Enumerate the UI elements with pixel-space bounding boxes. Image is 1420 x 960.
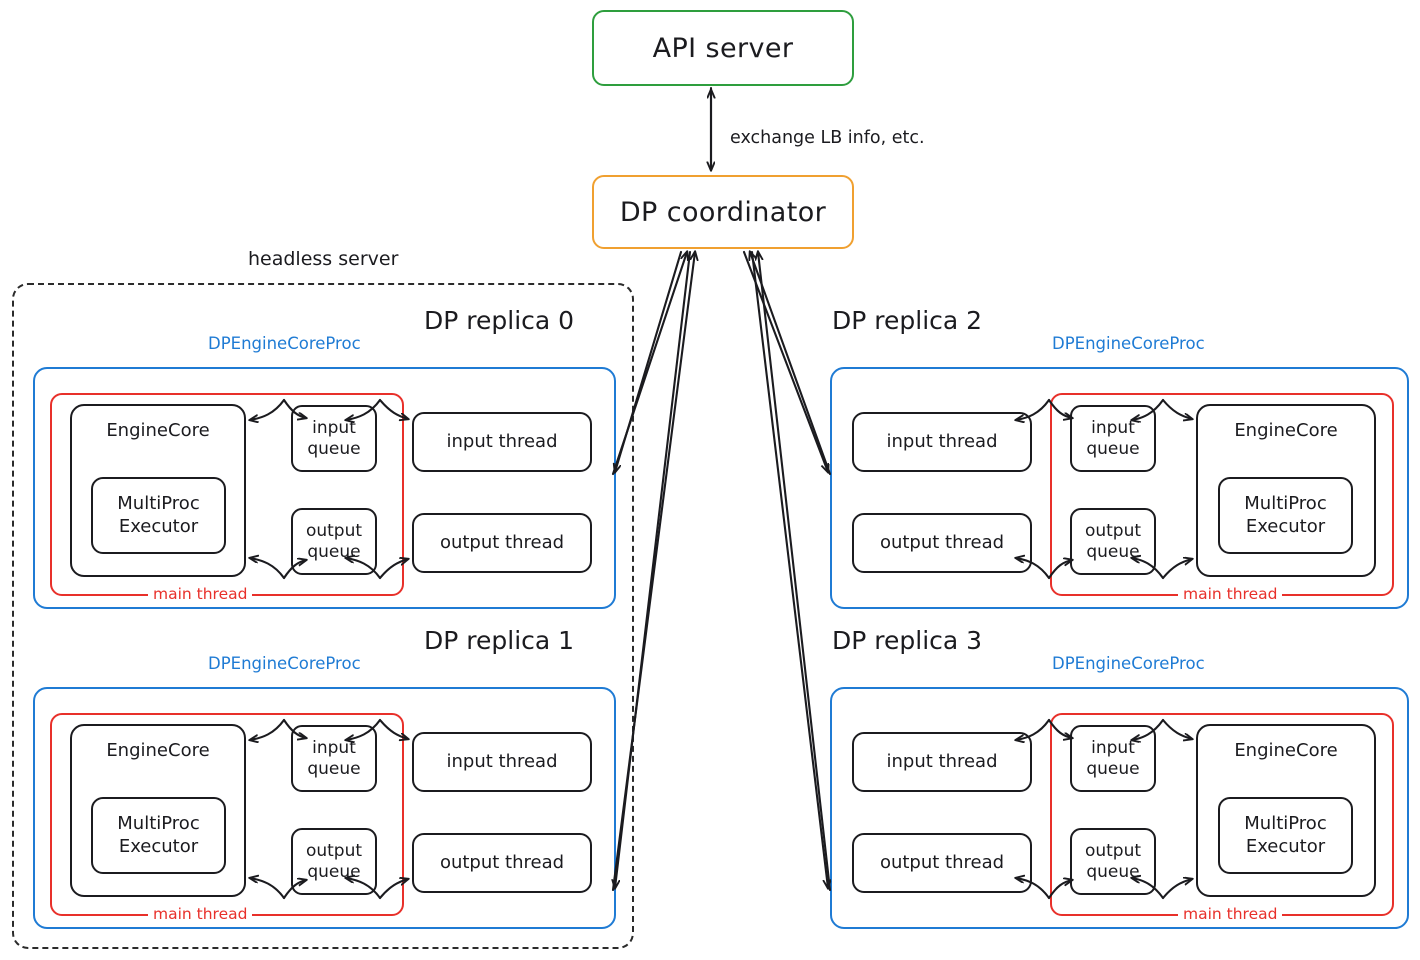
- exchange-lb-info-label: exchange LB info, etc.: [730, 128, 925, 148]
- dp-replica-0-proc-label: DPEngineCoreProc: [208, 334, 361, 353]
- engine-core-label: EngineCore: [1234, 420, 1338, 441]
- input-queue-line-1: input: [1091, 418, 1135, 439]
- dp-replica-3-output-thread: output thread: [852, 833, 1032, 893]
- dp-replica-1-title: DP replica 1: [424, 626, 575, 655]
- arrow-replica-2-to-coordinator: [750, 252, 832, 476]
- arrow-coordinator-to-replica-2: [742, 250, 828, 472]
- mpe-line-2: Executor: [1245, 515, 1326, 537]
- dp-replica-2-main-thread-label: main thread: [1178, 585, 1283, 603]
- mpe-line-2: Executor: [118, 515, 199, 537]
- dp-replica-1-main-thread-label: main thread: [148, 905, 253, 923]
- input-queue-line-1: input: [1091, 738, 1135, 759]
- output-queue-line-2: queue: [1086, 861, 1140, 882]
- output-queue-line-1: output: [1084, 521, 1142, 542]
- dp-replica-0-input-thread: input thread: [412, 412, 592, 472]
- output-queue-line-2: queue: [307, 541, 361, 562]
- mpe-line-1: MultiProc: [1244, 493, 1327, 514]
- mpe-line-2: Executor: [118, 835, 199, 857]
- output-queue-line-2: queue: [307, 861, 361, 882]
- output-queue-line-2: queue: [1086, 541, 1140, 562]
- mpe-line-2: Executor: [1245, 835, 1326, 857]
- dp-coordinator-label: DP coordinator: [619, 196, 827, 228]
- arrow-replica-3-to-coordinator: [758, 252, 832, 892]
- dp-replica-0-main-thread-label: main thread: [148, 585, 253, 603]
- engine-core-label: EngineCore: [106, 420, 210, 441]
- input-queue-line-2: queue: [1086, 758, 1140, 779]
- arrow-coordinator-to-replica-3: [750, 250, 828, 888]
- input-queue-line-2: queue: [1086, 438, 1140, 459]
- dp-replica-2-title: DP replica 2: [832, 306, 983, 335]
- dp-replica-1-proc-label: DPEngineCoreProc: [208, 654, 361, 673]
- dp-replica-0-title: DP replica 0: [424, 306, 575, 335]
- output-queue-line-1: output: [305, 841, 363, 862]
- dp-replica-0-output-thread: output thread: [412, 513, 592, 573]
- input-queue-line-2: queue: [307, 438, 361, 459]
- api-server-box: API server: [592, 10, 854, 86]
- dp-replica-3-input-thread: input thread: [852, 732, 1032, 792]
- dp-replica-2-output-thread: output thread: [852, 513, 1032, 573]
- output-queue-line-1: output: [305, 521, 363, 542]
- input-queue-line-1: input: [312, 418, 356, 439]
- input-queue-line-2: queue: [307, 758, 361, 779]
- mpe-line-1: MultiProc: [117, 493, 200, 514]
- mpe-line-1: MultiProc: [1244, 813, 1327, 834]
- api-server-label: API server: [652, 32, 794, 64]
- dp-replica-3-main-thread-label: main thread: [1178, 905, 1283, 923]
- headless-server-label: headless server: [248, 248, 399, 270]
- dp-replica-2-proc-label: DPEngineCoreProc: [1052, 334, 1205, 353]
- engine-core-label: EngineCore: [1234, 740, 1338, 761]
- dp-replica-1-output-thread: output thread: [412, 833, 592, 893]
- output-queue-line-1: output: [1084, 841, 1142, 862]
- dp-replica-2-input-thread: input thread: [852, 412, 1032, 472]
- engine-core-label: EngineCore: [106, 740, 210, 761]
- dp-replica-3-title: DP replica 3: [832, 626, 983, 655]
- mpe-line-1: MultiProc: [117, 813, 200, 834]
- dp-replica-1-input-thread: input thread: [412, 732, 592, 792]
- dp-coordinator-box: DP coordinator: [592, 175, 854, 249]
- dp-replica-3-proc-label: DPEngineCoreProc: [1052, 654, 1205, 673]
- input-queue-line-1: input: [312, 738, 356, 759]
